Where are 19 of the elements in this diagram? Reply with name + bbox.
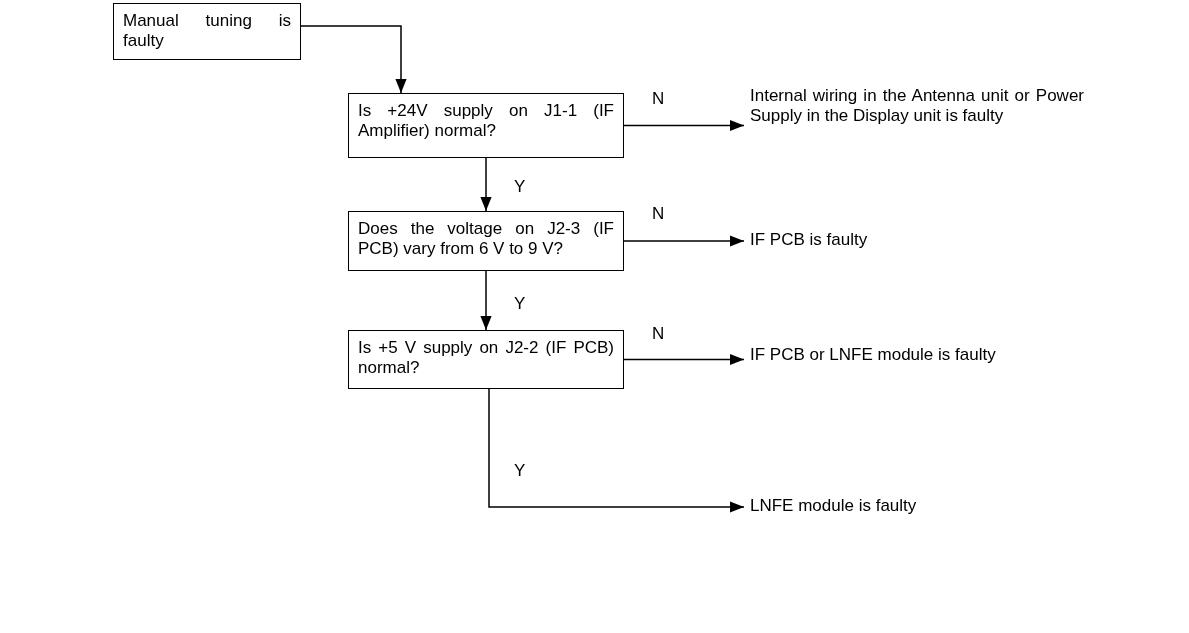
arrow (488, 388, 745, 513)
node-text: IF PCB is faulty (750, 230, 869, 251)
node-text: Internal wiring in the Antenna unit or Power Supply in the Display unit is faulty (750, 86, 1084, 127)
node-text: IF PCB or LNFE module is faulty (750, 345, 997, 366)
process-box (348, 93, 624, 158)
arrow (480, 270, 492, 331)
node-text: Is +5 V supply on J2-2 (IF PCB) normal? (358, 338, 614, 379)
node-text: Manual tuning is faulty (123, 11, 291, 52)
arrow (480, 157, 492, 212)
process-box (348, 211, 624, 271)
arrow (623, 119, 745, 132)
arrow (623, 353, 745, 366)
node-text: Does the voltage on J2-3 (IF PCB) vary from 6 V to 9 V? (358, 219, 614, 260)
process-box (348, 330, 624, 389)
arrow (300, 25, 407, 94)
process-box (113, 3, 301, 60)
arrow (623, 235, 745, 247)
node-text: LNFE module is faulty (750, 496, 918, 517)
node-text: Is +24V supply on J1-1 (IF Amplifier) normal? (358, 101, 614, 142)
